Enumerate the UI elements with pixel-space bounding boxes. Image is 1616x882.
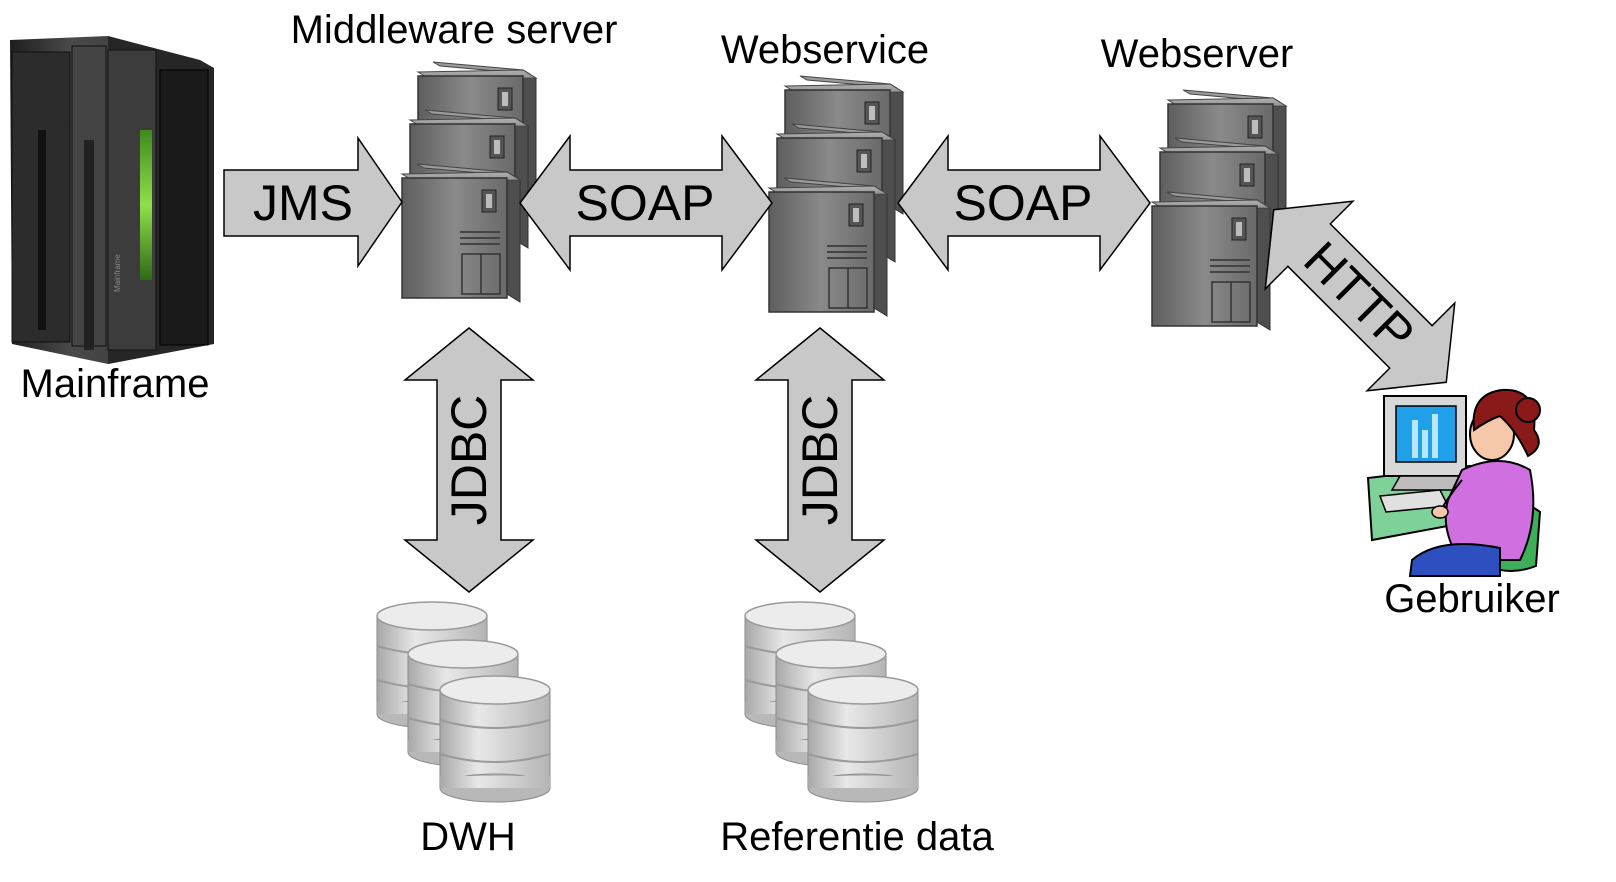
referentie-data-label: Referentie data (720, 815, 994, 859)
middleware-server-icon (401, 61, 537, 303)
referentie-data-database-icon (744, 601, 919, 803)
jdbc-arrow-1-label: JDBC (441, 395, 497, 526)
gebruiker-label: Gebruiker (1384, 577, 1560, 621)
mainframe-label: Mainframe (21, 362, 210, 406)
soap-arrow-2 (897, 133, 1151, 273)
middleware-server-label: Middleware server (291, 8, 618, 52)
webservice-label: Webservice (721, 28, 929, 72)
mainframe-icon: Mainframe (10, 36, 214, 364)
http-arrow (1264, 200, 1456, 392)
soap-arrow-2-label: SOAP (954, 175, 1093, 231)
mainframe-brand-text: Mainframe (113, 254, 122, 292)
jms-arrow-label: JMS (253, 175, 353, 231)
soap-arrow-1-label: SOAP (576, 175, 715, 231)
jdbc-arrow-2 (753, 327, 887, 593)
webservice-server-icon (768, 75, 904, 317)
dwh-label: DWH (420, 815, 516, 859)
jdbc-arrow-1 (402, 327, 536, 593)
user-at-computer-icon (1366, 388, 1542, 577)
webserver-label: Webserver (1101, 32, 1294, 76)
dwh-database-icon (376, 601, 551, 803)
jms-arrow (223, 135, 403, 269)
soap-arrow-1 (519, 133, 773, 273)
jdbc-arrow-2-label: JDBC (792, 395, 848, 526)
webserver-icon (1151, 89, 1287, 331)
